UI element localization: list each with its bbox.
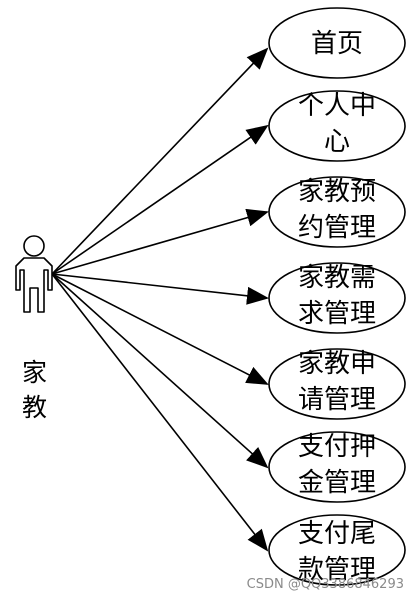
use-case-ellipse (268, 90, 406, 162)
use-case-label-line2: 款管理 (298, 555, 376, 585)
use-case-label-line2: 请管理 (298, 385, 376, 415)
use-case-ellipse (268, 7, 406, 79)
use-case-tutor-booking-management: 家教预 约管理 (268, 176, 406, 248)
use-case-label-line1: 家教申 (298, 349, 376, 379)
use-case-label-line2: 心 (324, 127, 350, 157)
actor-figure (15, 235, 53, 313)
association-arrow (51, 273, 269, 305)
use-case-label-line2: 求管理 (298, 299, 376, 329)
actor-label-line1: 家 (22, 358, 47, 387)
association-arrow (51, 47, 269, 275)
association-arrow (51, 273, 269, 552)
use-case-label-line1: 支付押 (298, 432, 376, 462)
use-case-home: 首页 (268, 7, 406, 79)
use-case-label-line1: 家教预 (298, 177, 376, 207)
use-case-label-line1: 家教需 (298, 263, 376, 293)
use-case-tutor-application-management: 家教申 请管理 (268, 348, 406, 420)
association-arrows (51, 47, 269, 552)
use-case-label: 首页 (311, 29, 363, 59)
use-case-label-line2: 金管理 (298, 468, 376, 498)
association-arrow (51, 273, 269, 385)
watermark: CSDN @QQ3386846293 (247, 577, 404, 592)
use-case-tutor-demand-management: 家教需 求管理 (268, 262, 406, 334)
actor-head (23, 235, 45, 257)
use-case-ellipse (268, 176, 406, 248)
actor-body (15, 257, 53, 313)
use-case-label-line2: 约管理 (298, 213, 376, 243)
association-arrow (51, 124, 269, 275)
use-case-deposit-payment-management: 支付押 金管理 (268, 431, 406, 503)
association-arrow (51, 273, 269, 469)
use-case-balance-payment-management: 支付尾 款管理 (268, 514, 406, 586)
use-case-ellipse (268, 348, 406, 420)
use-case-label-line1: 个人中 (298, 91, 376, 121)
actor-label-line2: 教 (22, 393, 47, 422)
use-case-ellipse (268, 262, 406, 334)
use-case-ellipse (268, 431, 406, 503)
association-arrow (51, 208, 269, 275)
use-case-ellipse (268, 514, 406, 586)
use-case-label-line1: 支付尾 (298, 519, 376, 549)
use-case-personal-center: 个人中 心 (268, 90, 406, 162)
